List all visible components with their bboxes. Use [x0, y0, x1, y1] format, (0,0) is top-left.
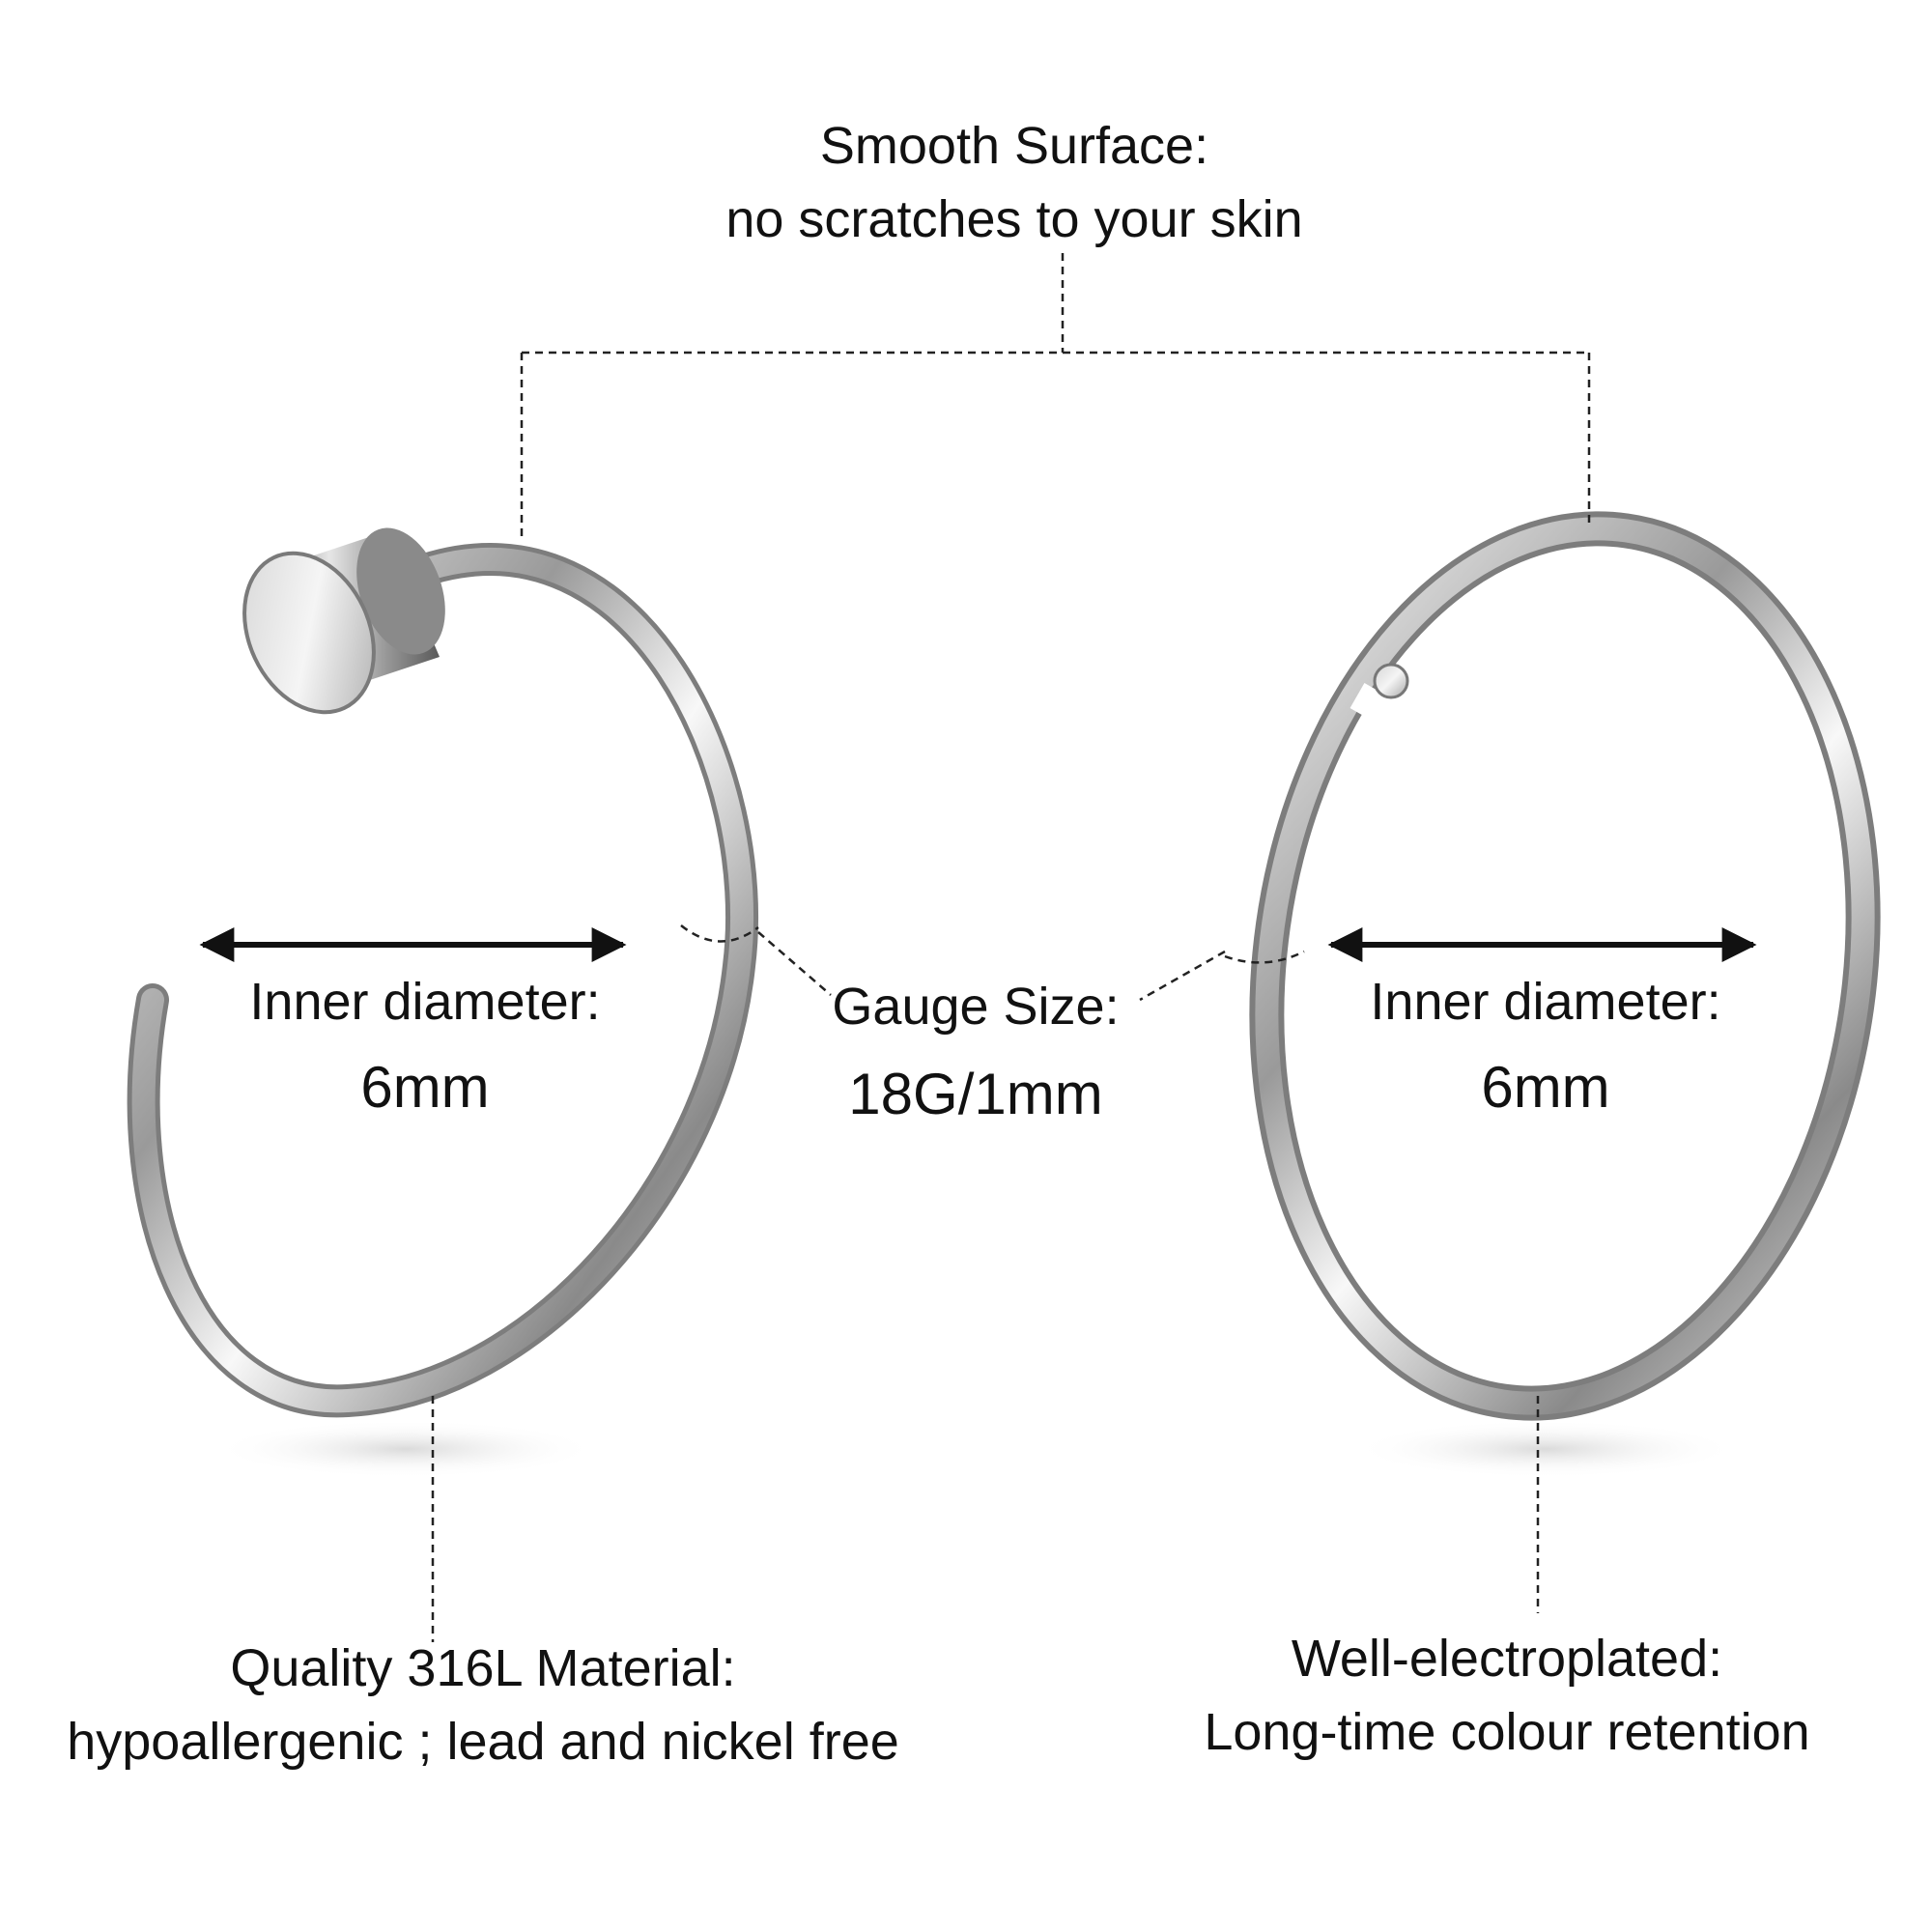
material-label: Quality 316L Material: hypoallergenic ; …	[19, 1633, 947, 1778]
electroplated-title: Well-electroplated:	[1291, 1630, 1723, 1688]
gauge-size-value: 18G/1mm	[848, 1061, 1103, 1126]
right-ring-shadow	[1352, 1420, 1739, 1478]
inner-diameter-right-value: 6mm	[1481, 1054, 1610, 1120]
inner-diameter-right-label: Inner diameter: 6mm	[1314, 966, 1777, 1128]
material-title: Quality 316L Material:	[230, 1639, 736, 1697]
smooth-surface-label: Smooth Surface: no scratches to your ski…	[599, 110, 1430, 256]
left-hoop-highlight	[131, 548, 754, 1413]
electroplated-label: Well-electroplated: Long-time colour ret…	[1121, 1623, 1893, 1769]
inner-diameter-left-value: 6mm	[360, 1054, 490, 1120]
left-nose-hoop	[127, 527, 759, 1418]
inner-diameter-left-label: Inner diameter: 6mm	[193, 966, 657, 1128]
electroplated-detail: Long-time colour retention	[1204, 1702, 1810, 1761]
left-ring-shadow	[213, 1420, 599, 1478]
right-ring-highlight	[1255, 517, 1875, 1415]
smooth-surface-title: Smooth Surface:	[819, 117, 1209, 175]
smooth-surface-detail: no scratches to your skin	[725, 189, 1303, 248]
inner-diameter-left-title: Inner diameter:	[249, 973, 601, 1031]
inner-diameter-right-title: Inner diameter:	[1370, 973, 1721, 1031]
smooth-surface-leader	[520, 253, 1591, 541]
right-nose-ring	[1249, 511, 1881, 1421]
gauge-leaders	[680, 924, 1305, 1002]
gauge-size-label: Gauge Size: 18G/1mm	[802, 971, 1150, 1135]
material-detail: hypoallergenic ; lead and nickel free	[67, 1712, 899, 1771]
flat-disc-end	[242, 527, 445, 715]
gauge-size-title: Gauge Size:	[832, 978, 1120, 1036]
bottom-leaders	[431, 1396, 1540, 1642]
ring-ball-end	[1373, 663, 1409, 699]
ring-gap	[1350, 682, 1399, 728]
